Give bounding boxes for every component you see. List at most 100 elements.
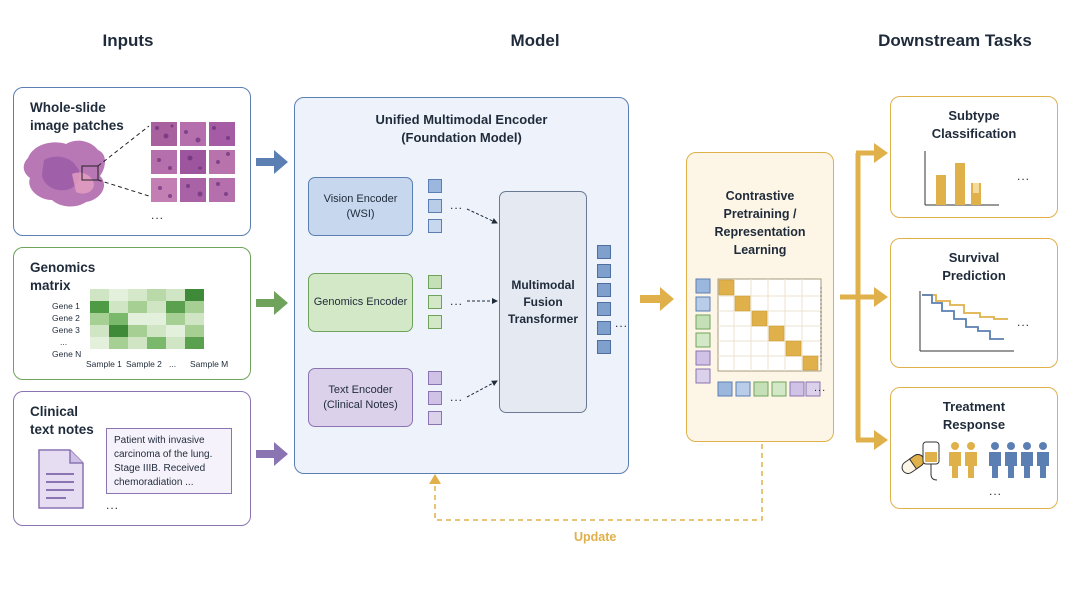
clinical-title-line2: text notes <box>30 422 94 437</box>
downstream-heading: Downstream Tasks <box>878 31 1032 50</box>
vision-encoder: Vision Encoder(WSI) <box>308 177 413 236</box>
genomics-token <box>428 295 442 309</box>
text-token <box>428 371 442 385</box>
survival-more: ... <box>1017 315 1031 329</box>
similarity-matrix <box>695 278 822 397</box>
clinical-title-line1: Clinical <box>30 404 79 419</box>
survival-task-panel: Survival Prediction ... <box>890 238 1058 368</box>
gene-label: Gene 2 <box>52 313 80 323</box>
note-line: Patient with invasive <box>114 435 205 446</box>
genomics-encoder-line1: Genomics Encoder <box>313 296 408 308</box>
gene-label: ... <box>60 337 68 347</box>
genomics-token <box>428 315 442 329</box>
genomics-ellipsis: ... <box>450 294 464 308</box>
genomics-input-panel: Genomics matrix Gene 1 Gene 2 Gene 3 ...… <box>13 247 251 380</box>
fused-token <box>597 245 611 259</box>
pill-icon <box>901 454 925 474</box>
bar-chart-icon <box>924 151 999 206</box>
sample-label: Sample M <box>190 359 229 369</box>
arrow-icon <box>256 291 288 315</box>
model-title-line2: (Foundation Model) <box>401 130 522 145</box>
genomics-heatmap <box>90 289 204 349</box>
arrow-icon <box>874 287 888 307</box>
survival-curve-icon <box>919 291 1014 352</box>
inputs-heading: Inputs <box>102 31 154 50</box>
responder-icons <box>949 442 977 478</box>
treatment-line2: Response <box>942 417 1006 432</box>
gene-labels: Gene 1 Gene 2 Gene 3 ... Gene N <box>52 300 81 360</box>
text-ellipsis: ... <box>450 390 464 404</box>
note-line: Stage IIIB. Received <box>114 463 206 474</box>
update-loop <box>429 444 763 521</box>
wsi-title-line2: image patches <box>30 118 124 133</box>
sample-label: Sample 1 <box>86 359 122 369</box>
vision-ellipsis: ... <box>450 198 464 212</box>
model-heading: Model <box>510 31 560 50</box>
arrow-icon <box>640 287 674 311</box>
arrow-icon <box>256 150 288 174</box>
survival-line2: Prediction <box>942 268 1006 283</box>
fusion-line2: Fusion <box>523 294 563 309</box>
fused-token <box>597 340 611 354</box>
fusion-line3: Transformer <box>507 311 579 326</box>
text-encoder: Text Encoder (Clinical Notes) <box>308 368 413 427</box>
arrow-icon <box>874 430 888 450</box>
text-encoder-line2: (Clinical Notes) <box>323 398 398 411</box>
fused-token <box>597 283 611 297</box>
fusion-line1: Multimodal <box>511 277 575 292</box>
survival-line1: Survival <box>948 250 1000 265</box>
update-label: Update <box>574 530 617 544</box>
arrow-icon <box>256 442 288 466</box>
clinical-more: ... <box>106 498 120 512</box>
subtype-task-panel: Subtype Classification ... <box>890 96 1058 218</box>
text-token <box>428 391 442 405</box>
clinical-note-box: Patient with invasive carcinoma of the l… <box>106 428 232 494</box>
wsi-more: ... <box>151 208 165 222</box>
contrastive-line2: Pretraining / <box>723 207 797 221</box>
matrix-ellipsis: ... <box>814 382 827 394</box>
iv-bag-icon <box>922 441 940 481</box>
contrastive-line4: Learning <box>733 243 787 257</box>
treatment-line1: Treatment <box>942 399 1006 414</box>
gene-label: Gene N <box>52 349 82 359</box>
subtype-line1: Subtype <box>948 108 1000 123</box>
vision-token <box>428 219 442 233</box>
model-title-line1: Unified Multimodal Encoder <box>375 112 548 127</box>
sample-label: ... <box>169 359 177 369</box>
task-branch-arrows <box>840 143 888 450</box>
fused-token <box>597 264 611 278</box>
patch-grid <box>151 122 235 202</box>
token-to-fusion-arrows <box>466 208 498 398</box>
gene-label: Gene 1 <box>52 301 80 311</box>
note-line: chemoradiation ... <box>114 477 194 488</box>
non-responder-icons <box>989 442 1049 478</box>
subtype-line2: Classification <box>931 126 1017 141</box>
fused-ellipsis: ... <box>615 316 629 330</box>
genomics-title-line1: Genomics <box>30 260 96 275</box>
text-encoder-line1: Text Encoder <box>328 383 393 396</box>
subtype-more: ... <box>1017 169 1031 183</box>
treatment-more: ... <box>989 484 1003 498</box>
text-token <box>428 411 442 425</box>
genomics-token <box>428 275 442 289</box>
document-icon <box>38 449 84 509</box>
wsi-illustration <box>23 122 235 207</box>
gene-label: Gene 3 <box>52 325 80 335</box>
treatment-icons <box>901 441 1049 481</box>
vision-token <box>428 199 442 213</box>
input-arrows <box>256 150 288 466</box>
fusion-transformer: Multimodal Fusion Transformer <box>499 191 587 413</box>
contrastive-line1: Contrastive <box>725 189 795 203</box>
wsi-title-line1: Whole-slide <box>30 100 106 115</box>
zoom-box <box>81 165 99 181</box>
genomics-title-line2: matrix <box>30 278 71 293</box>
fused-token <box>597 321 611 335</box>
vision-encoder-line2: (WSI) <box>346 207 375 220</box>
fused-token <box>597 302 611 316</box>
arrow-icon <box>874 143 888 163</box>
update-arrowhead <box>429 474 441 484</box>
sample-label: Sample 2 <box>126 359 162 369</box>
genomics-encoder: Genomics Encoder <box>308 273 413 332</box>
note-line: carcinoma of the lung. <box>114 449 213 460</box>
wsi-input-panel: Whole-slide image patches ... <box>13 87 251 236</box>
